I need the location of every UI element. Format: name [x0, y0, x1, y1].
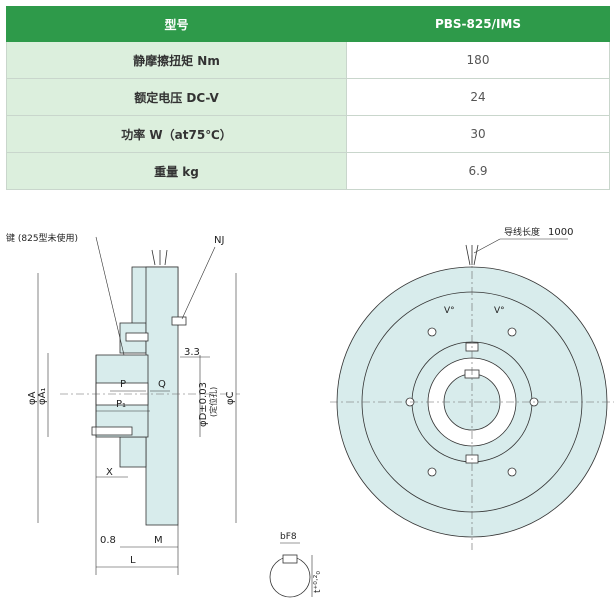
row-value-voltage: 24	[346, 78, 610, 116]
dim-p: P	[120, 379, 126, 390]
dim-3-3: 3.3	[184, 347, 200, 358]
dia-c: φC	[225, 391, 236, 405]
table-row: 重量 kg 6.9	[6, 152, 610, 190]
brake-disc-lower	[119, 436, 147, 468]
lead-label: 导线长度	[504, 226, 540, 238]
set-screw	[171, 316, 187, 326]
dim-0-8: 0.8	[100, 535, 116, 546]
lead-wire-front	[465, 244, 479, 266]
dim-m: M	[154, 535, 163, 546]
row-value-torque: 180	[346, 41, 610, 79]
side-dimensions	[37, 236, 237, 575]
row-label-weight: 重量 kg	[6, 152, 347, 190]
table-row: 额定电压 DC-V 24	[6, 78, 610, 116]
dim-t: t⁺⁰·²₀	[313, 571, 323, 593]
dia-d: φD±0.03	[198, 382, 209, 427]
angle-v1: V°	[444, 306, 455, 316]
dim-q: Q	[158, 379, 166, 390]
bolt-upper	[125, 332, 149, 342]
lead-length: 1000	[548, 227, 573, 238]
row-label-power: 功率 W（at75℃）	[6, 115, 347, 153]
row-label-voltage: 额定电压 DC-V	[6, 78, 347, 116]
dim-x: X	[106, 467, 113, 478]
key-cross-section	[269, 542, 313, 598]
side-dimension-labels: 键 (825型未使用) NJ 3.3 P Q P₁ X 0.8 M L φA φ…	[6, 232, 236, 566]
spec-table: 型号 PBS-825/IMS 静摩擦扭矩 Nm 180 额定电压 DC-V 24…	[6, 6, 610, 190]
dim-bf8: bF8	[280, 532, 297, 542]
bolt-lower	[91, 426, 133, 436]
brake-disc	[145, 266, 179, 526]
dia-d-note: (定位孔)	[208, 387, 218, 417]
side-section-view	[60, 249, 240, 526]
technical-drawings: 键 (825型未使用) NJ 3.3 P Q P₁ X 0.8 M L φA φ…	[6, 226, 614, 598]
table-row: 功率 W（at75℃） 30	[6, 115, 610, 153]
dia-a1: φA₁	[37, 388, 48, 405]
dim-p1: P₁	[116, 399, 126, 410]
nj-label: NJ	[214, 235, 224, 246]
shaft-key	[282, 554, 298, 564]
front-labels: 导线长度 1000 V° V°	[444, 226, 573, 316]
header-model-value: PBS-825/IMS	[346, 6, 610, 42]
row-value-power: 30	[346, 115, 610, 153]
row-value-weight: 6.9	[346, 152, 610, 190]
dim-l: L	[130, 555, 136, 566]
row-label-torque: 静摩擦扭矩 Nm	[6, 41, 347, 79]
angle-v2: V°	[494, 306, 505, 316]
lead-wire-side	[151, 249, 168, 266]
table-row: 静摩擦扭矩 Nm 180	[6, 41, 610, 79]
table-header-row: 型号 PBS-825/IMS	[6, 6, 610, 42]
key-labels: bF8 t⁺⁰·²₀	[280, 532, 323, 593]
dia-a: φA	[27, 391, 38, 405]
key-note: 键 (825型未使用)	[6, 232, 78, 244]
header-model-label: 型号	[6, 6, 347, 42]
front-view	[330, 238, 614, 550]
